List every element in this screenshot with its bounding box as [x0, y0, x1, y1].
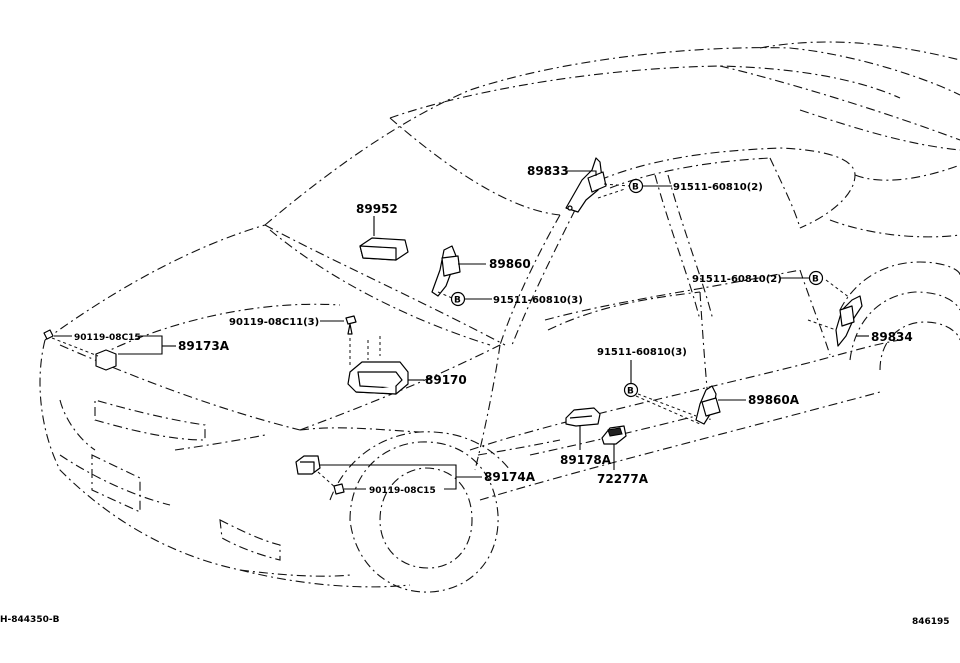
callout-89834: 89834 — [871, 330, 913, 344]
part-89178A[interactable] — [565, 407, 601, 427]
part-89170[interactable] — [347, 361, 409, 395]
part-89833[interactable] — [565, 157, 607, 213]
bolt-marker-b: B — [808, 270, 824, 286]
svg-text:B: B — [812, 275, 819, 285]
callout-89170: 89170 — [425, 373, 467, 387]
callout-89952: 89952 — [356, 202, 398, 216]
callout-72277A: 72277A — [597, 472, 649, 486]
callout-91511-60810-3-front: 91511-60810(3) — [493, 295, 583, 306]
part-89860A[interactable] — [695, 385, 721, 425]
bolt-90119-08C15-lower[interactable] — [333, 483, 345, 495]
callout-89860: 89860 — [489, 257, 531, 271]
bolt-marker-b: B — [450, 291, 466, 307]
svg-text:B: B — [627, 387, 634, 397]
callout-91511-60810-3-rear: 91511-60810(3) — [597, 347, 687, 358]
callout-89860A: 89860A — [748, 393, 800, 407]
bolt-90119-08C11[interactable] — [345, 315, 357, 335]
part-89834[interactable] — [835, 295, 863, 347]
callout-89173A: 89173A — [178, 339, 230, 353]
part-89174A[interactable] — [295, 455, 321, 475]
bolt-marker-b: B — [623, 382, 639, 398]
callout-89174A: 89174A — [484, 470, 536, 484]
callout-89178A: 89178A — [560, 453, 612, 467]
part-89173A[interactable] — [95, 349, 117, 371]
drawing-code-right: 846195 — [912, 617, 950, 627]
part-72277A[interactable] — [601, 425, 627, 445]
part-89860[interactable] — [431, 245, 461, 297]
callout-90119-08C11-3: 90119-08C11(3) — [229, 317, 319, 328]
bolt-90119-08C15-front[interactable] — [43, 329, 54, 340]
callout-90119-08C15-front: 90119-08C15 — [74, 333, 141, 343]
part-89952[interactable] — [359, 237, 409, 261]
svg-text:B: B — [454, 296, 461, 306]
callout-91511-60810-2-rear: 91511-60810(2) — [692, 274, 782, 285]
svg-text:B: B — [632, 183, 639, 193]
callout-91511-60810-2-upper: 91511-60810(2) — [673, 182, 763, 193]
callout-90119-08C15-lower: 90119-08C15 — [369, 486, 436, 496]
bolt-marker-b: B — [628, 178, 644, 194]
drawing-code-left: H-844350-B — [0, 615, 60, 625]
callout-89833: 89833 — [527, 164, 569, 178]
car-body-outline — [39, 41, 960, 593]
